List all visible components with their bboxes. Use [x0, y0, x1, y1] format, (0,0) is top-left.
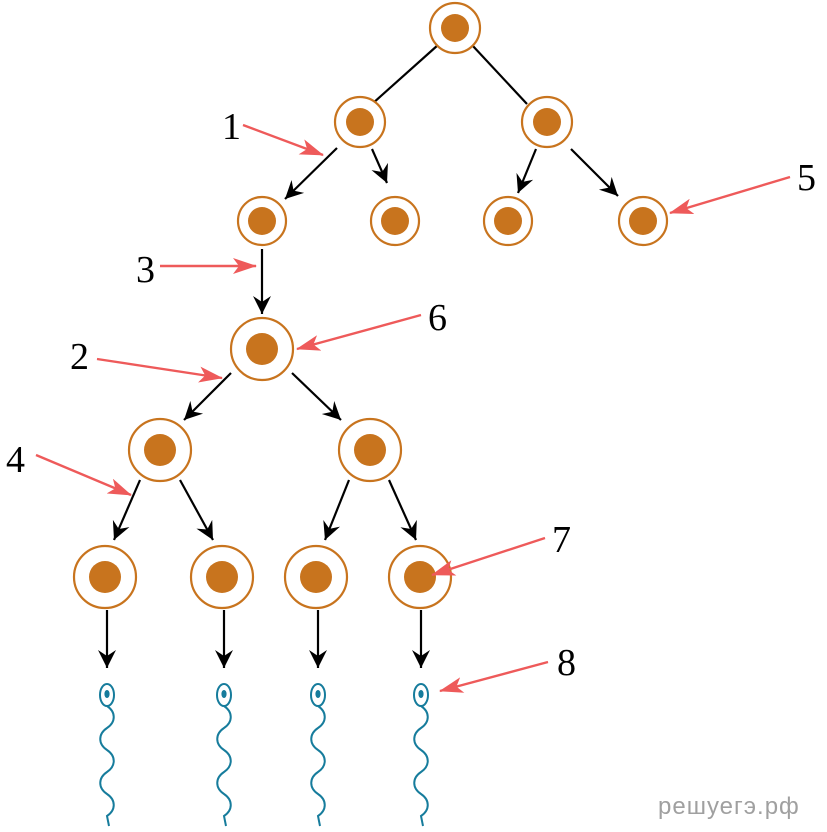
arrowhead	[285, 179, 305, 199]
cell-nucleus	[354, 434, 386, 466]
cell-spermatocyte-2-right	[337, 417, 403, 483]
cell-nucleus	[533, 108, 561, 136]
arrowhead	[309, 650, 327, 668]
cell-spermatid-4	[387, 544, 453, 610]
cell-nucleus	[144, 434, 176, 466]
arrowhead	[321, 401, 341, 420]
watermark: решуегэ.рф	[658, 793, 800, 820]
arrowhead	[412, 650, 430, 668]
label-8: 8	[557, 642, 576, 684]
label-7: 7	[552, 519, 571, 561]
cell-nucleus	[381, 207, 409, 235]
pointer-arrows	[35, 123, 791, 693]
cell-spermatid-3	[283, 544, 349, 610]
sperm-tail	[310, 705, 326, 827]
cell-level2-4	[617, 195, 669, 247]
spermatozoa	[99, 683, 429, 827]
pointer-8	[439, 660, 549, 693]
pointer-7	[431, 536, 546, 577]
arrowhead	[598, 176, 618, 196]
pointer-6	[296, 313, 422, 351]
label-2: 2	[70, 336, 89, 378]
cell-nucleus	[248, 207, 276, 235]
arrowhead	[112, 519, 130, 540]
label-3: 3	[136, 249, 155, 291]
label-6: 6	[428, 297, 447, 339]
cell-nucleus	[494, 207, 522, 235]
pointer-1	[242, 123, 324, 157]
label-1: 1	[222, 106, 241, 148]
sperm-tail	[99, 705, 115, 827]
cell-nucleus	[629, 207, 657, 235]
arrowhead	[400, 519, 417, 540]
arrowhead	[196, 519, 213, 540]
sperm-nucleus	[104, 690, 110, 698]
cell-level2-3	[482, 195, 534, 247]
labels: 1 2 3 4 5 6 7 8	[6, 106, 816, 684]
cell-nucleus	[346, 108, 374, 136]
arrowhead	[98, 650, 116, 668]
division-arrows	[98, 147, 619, 668]
cell-nucleus	[89, 561, 121, 593]
pointer-2	[96, 357, 223, 383]
spermatozoon	[216, 683, 232, 827]
cell-spermatocyte-2-left	[127, 417, 193, 483]
cells	[72, 1, 669, 610]
cell-spermatid-2	[189, 544, 255, 610]
cell-spermatocyte-1	[229, 316, 295, 382]
sperm-tail	[216, 705, 232, 827]
cell-nucleus	[246, 333, 278, 365]
label-5: 5	[797, 157, 816, 199]
arrowhead	[215, 650, 233, 668]
sperm-nucleus	[418, 690, 424, 698]
cell-level1-left	[333, 95, 387, 149]
sperm-tail	[413, 705, 429, 827]
arrowhead	[184, 400, 204, 420]
pointer-5	[669, 175, 791, 215]
connector-line	[471, 44, 528, 105]
cell-nucleus	[404, 561, 436, 593]
cell-level1-right	[520, 95, 574, 149]
cell-primary	[428, 1, 482, 55]
cell-nucleus	[206, 561, 238, 593]
label-4: 4	[6, 439, 25, 481]
sperm-nucleus	[221, 690, 227, 698]
division-arrow	[284, 147, 338, 200]
arrowhead	[371, 162, 388, 183]
cell-nucleus	[441, 14, 469, 42]
connector-line	[371, 44, 439, 105]
arrowhead	[323, 519, 341, 540]
spermatozoon	[99, 683, 115, 827]
pointer-4	[35, 453, 132, 497]
sperm-nucleus	[315, 690, 321, 698]
cell-spermatid-1	[72, 544, 138, 610]
spermatozoon	[413, 683, 429, 827]
arrowhead	[253, 296, 271, 314]
cell-level2-1	[236, 195, 288, 247]
cell-level2-2	[369, 195, 421, 247]
cell-nucleus	[300, 561, 332, 593]
arrowhead	[516, 172, 534, 193]
spermatozoon	[310, 683, 326, 827]
top-connectors	[371, 44, 528, 105]
